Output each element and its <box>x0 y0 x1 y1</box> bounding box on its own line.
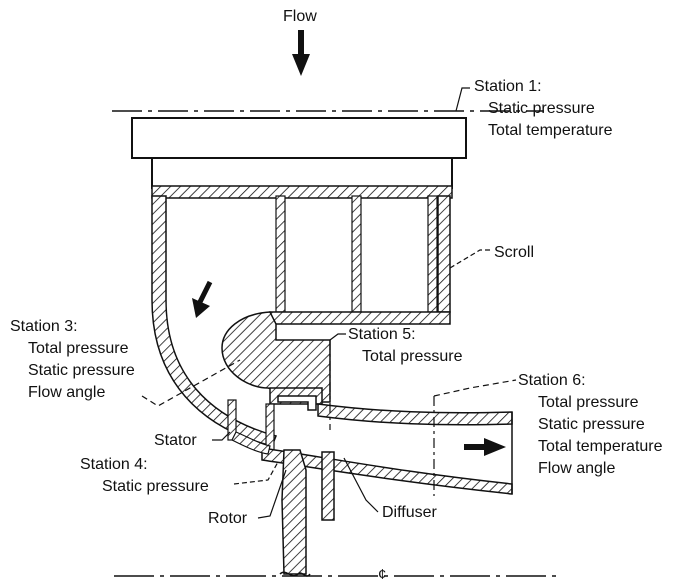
scroll-right-wall <box>437 195 451 313</box>
centerline-symbol: ¢ <box>378 566 387 583</box>
station-6-leader <box>433 379 517 397</box>
station-6-line: Flow angle <box>538 460 616 477</box>
diffuser-upper-wall <box>317 403 513 426</box>
station-6-line: Total pressure <box>538 394 639 411</box>
station-1-line: Total temperature <box>488 122 613 139</box>
station-1-title: Station 1: <box>474 78 542 95</box>
stator-label: Stator <box>154 432 197 449</box>
scroll-flow-arrow <box>192 280 213 318</box>
station-3-line: Flow angle <box>28 384 106 401</box>
rotor-leader <box>257 469 287 519</box>
station-6-title: Station 6: <box>518 372 586 389</box>
scroll-strut-2 <box>351 195 362 313</box>
flow-arrow <box>292 30 310 76</box>
station-1-line: Static pressure <box>488 100 595 117</box>
station-6-line: Static pressure <box>538 416 645 433</box>
station-5-line: Total pressure <box>362 348 463 365</box>
station-1-leader <box>455 87 470 112</box>
station-3-title: Station 3: <box>10 318 78 335</box>
scroll-strut-1 <box>275 195 286 313</box>
station-3-line: Total pressure <box>28 340 129 357</box>
diffuser-inner-wall <box>231 431 271 455</box>
station-3-label: Station 3: Total pressure Static pressur… <box>10 316 135 404</box>
station-6-label: Station 6: Total pressure Static pressur… <box>518 370 663 480</box>
diffuser-label: Diffuser <box>382 504 437 521</box>
station-6-line: Total temperature <box>538 438 663 455</box>
flow-label: Flow <box>283 8 317 25</box>
scroll-strut-3 <box>427 195 438 313</box>
station-5-leader <box>329 333 346 341</box>
scroll-bottom-wall <box>269 311 451 325</box>
station-4-line: Static pressure <box>102 478 209 495</box>
scroll-leader <box>449 249 492 269</box>
station-5-title: Station 5: <box>348 326 416 343</box>
scroll-label: Scroll <box>494 244 535 261</box>
station-4-title: Station 4: <box>80 456 148 473</box>
lower-flange <box>321 451 335 521</box>
scroll-top-wall <box>151 185 453 199</box>
station-1-label: Station 1: Static pressure Total tempera… <box>474 76 613 142</box>
station-3-line: Static pressure <box>28 362 135 379</box>
rotor-shaft <box>281 449 307 575</box>
station-4-label: Station 4: Static pressure <box>80 454 209 498</box>
diffuser-leader <box>343 457 379 513</box>
station-5-label: Station 5: Total pressure <box>348 324 463 368</box>
stator-leader <box>212 431 231 441</box>
scroll-outer-wall <box>151 195 278 447</box>
rotor-blade-housing <box>277 395 317 411</box>
station-3-leader <box>141 359 241 407</box>
inlet-plenum-body <box>151 157 453 189</box>
inlet-plenum-flange <box>131 117 467 159</box>
station-4-leader <box>233 461 279 485</box>
exit-flow-arrow <box>464 438 506 456</box>
rotor-label: Rotor <box>208 510 248 527</box>
